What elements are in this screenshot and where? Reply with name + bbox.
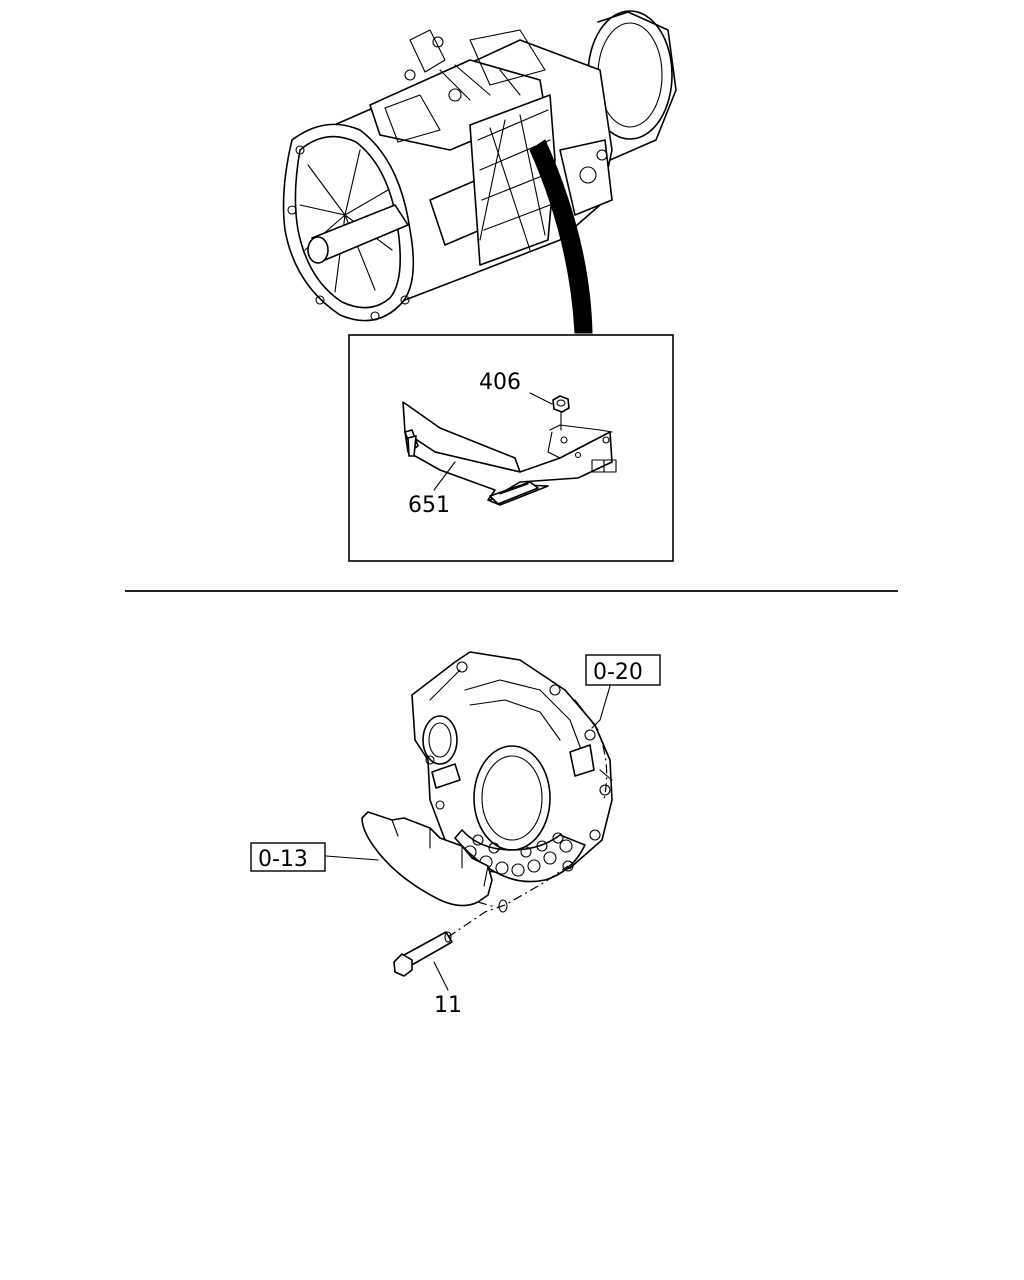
callout-11: 11 (434, 993, 462, 1018)
bolt-assembly-line (447, 865, 569, 938)
callout-651: 651 (408, 493, 450, 518)
ref-box-0-13 (250, 842, 326, 872)
ref-label-0-13: 0-13 (258, 847, 308, 872)
leader-0-20 (591, 685, 611, 729)
leader-406 (529, 392, 553, 405)
leader-0-13 (325, 855, 379, 861)
bracket-651-drawing (402, 401, 617, 506)
ref-label-0-20: 0-20 (593, 660, 643, 685)
detail-pointer-arrow (529, 139, 593, 334)
detail-box (348, 334, 674, 562)
callout-406: 406 (479, 370, 521, 395)
plate-dash (477, 901, 496, 908)
flywheel-housing-drawing (411, 651, 613, 883)
transmission-assembly-drawing (282, 10, 677, 322)
leader-651 (433, 461, 456, 491)
leader-11 (433, 961, 449, 991)
nut-406-drawing (552, 395, 570, 431)
housing-dash (595, 727, 608, 801)
ref-box-0-20 (585, 654, 661, 686)
cover-plate-drawing (361, 811, 493, 907)
bolt-11-drawing (393, 931, 453, 977)
